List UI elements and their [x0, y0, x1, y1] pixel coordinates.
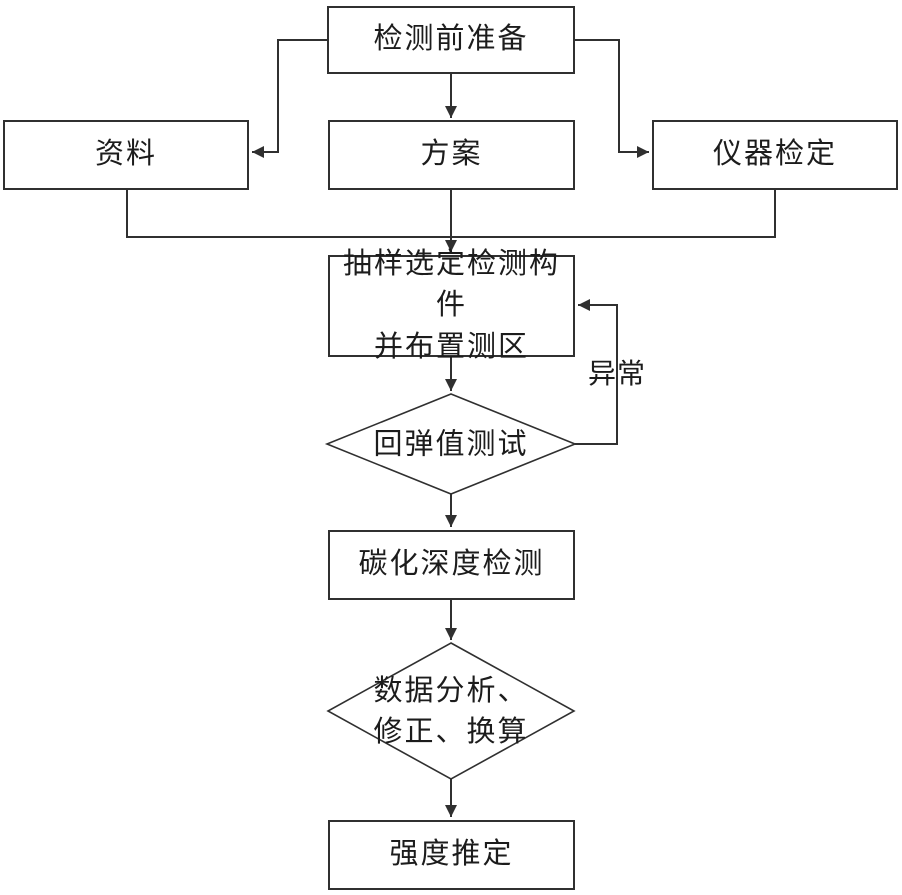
edge-abnormal-feedback-loop — [575, 299, 618, 445]
node-sampling-label-line2: 并布置测区 — [373, 330, 529, 363]
edge-prep-to-instrument — [575, 39, 649, 158]
node-preparation: 检测前准备 — [327, 6, 575, 74]
diamond-data-analysis — [326, 642, 576, 780]
node-sampling: 抽样选定检测构件 并布置测区 — [328, 248, 575, 363]
node-strength-estimation: 强度推定 — [328, 820, 575, 890]
node-data-analysis-label-line2: 修正、换算 — [373, 716, 529, 748]
edge-prep-to-materials — [252, 39, 327, 158]
node-instrument-calibration-label: 仪器检定 — [712, 138, 837, 171]
node-data-analysis-label-line1: 数据分析、 — [373, 674, 529, 707]
node-data-analysis-label: 数据分析、 修正、换算 — [373, 671, 528, 753]
node-carbonation-depth-label: 碳化深度检测 — [358, 548, 545, 581]
node-plan-label: 方案 — [420, 138, 483, 171]
diamond-rebound-test — [324, 393, 578, 495]
node-preparation-label: 检测前准备 — [373, 23, 529, 56]
edge-label-abnormal: 异常 — [587, 358, 647, 389]
node-sampling-label-line1: 抽样选定检测构件 — [342, 248, 560, 322]
node-rebound-test-label: 回弹值测试 — [373, 428, 529, 461]
node-plan: 方案 — [328, 120, 575, 190]
edge-materials-merge — [126, 190, 451, 238]
node-strength-estimation-label: 强度推定 — [389, 838, 514, 871]
node-instrument-calibration: 仪器检定 — [652, 120, 898, 190]
node-carbonation-depth: 碳化深度检测 — [328, 530, 575, 600]
node-materials-label: 资料 — [94, 138, 157, 171]
edge-instrument-merge — [451, 190, 776, 238]
node-materials: 资料 — [3, 120, 249, 190]
